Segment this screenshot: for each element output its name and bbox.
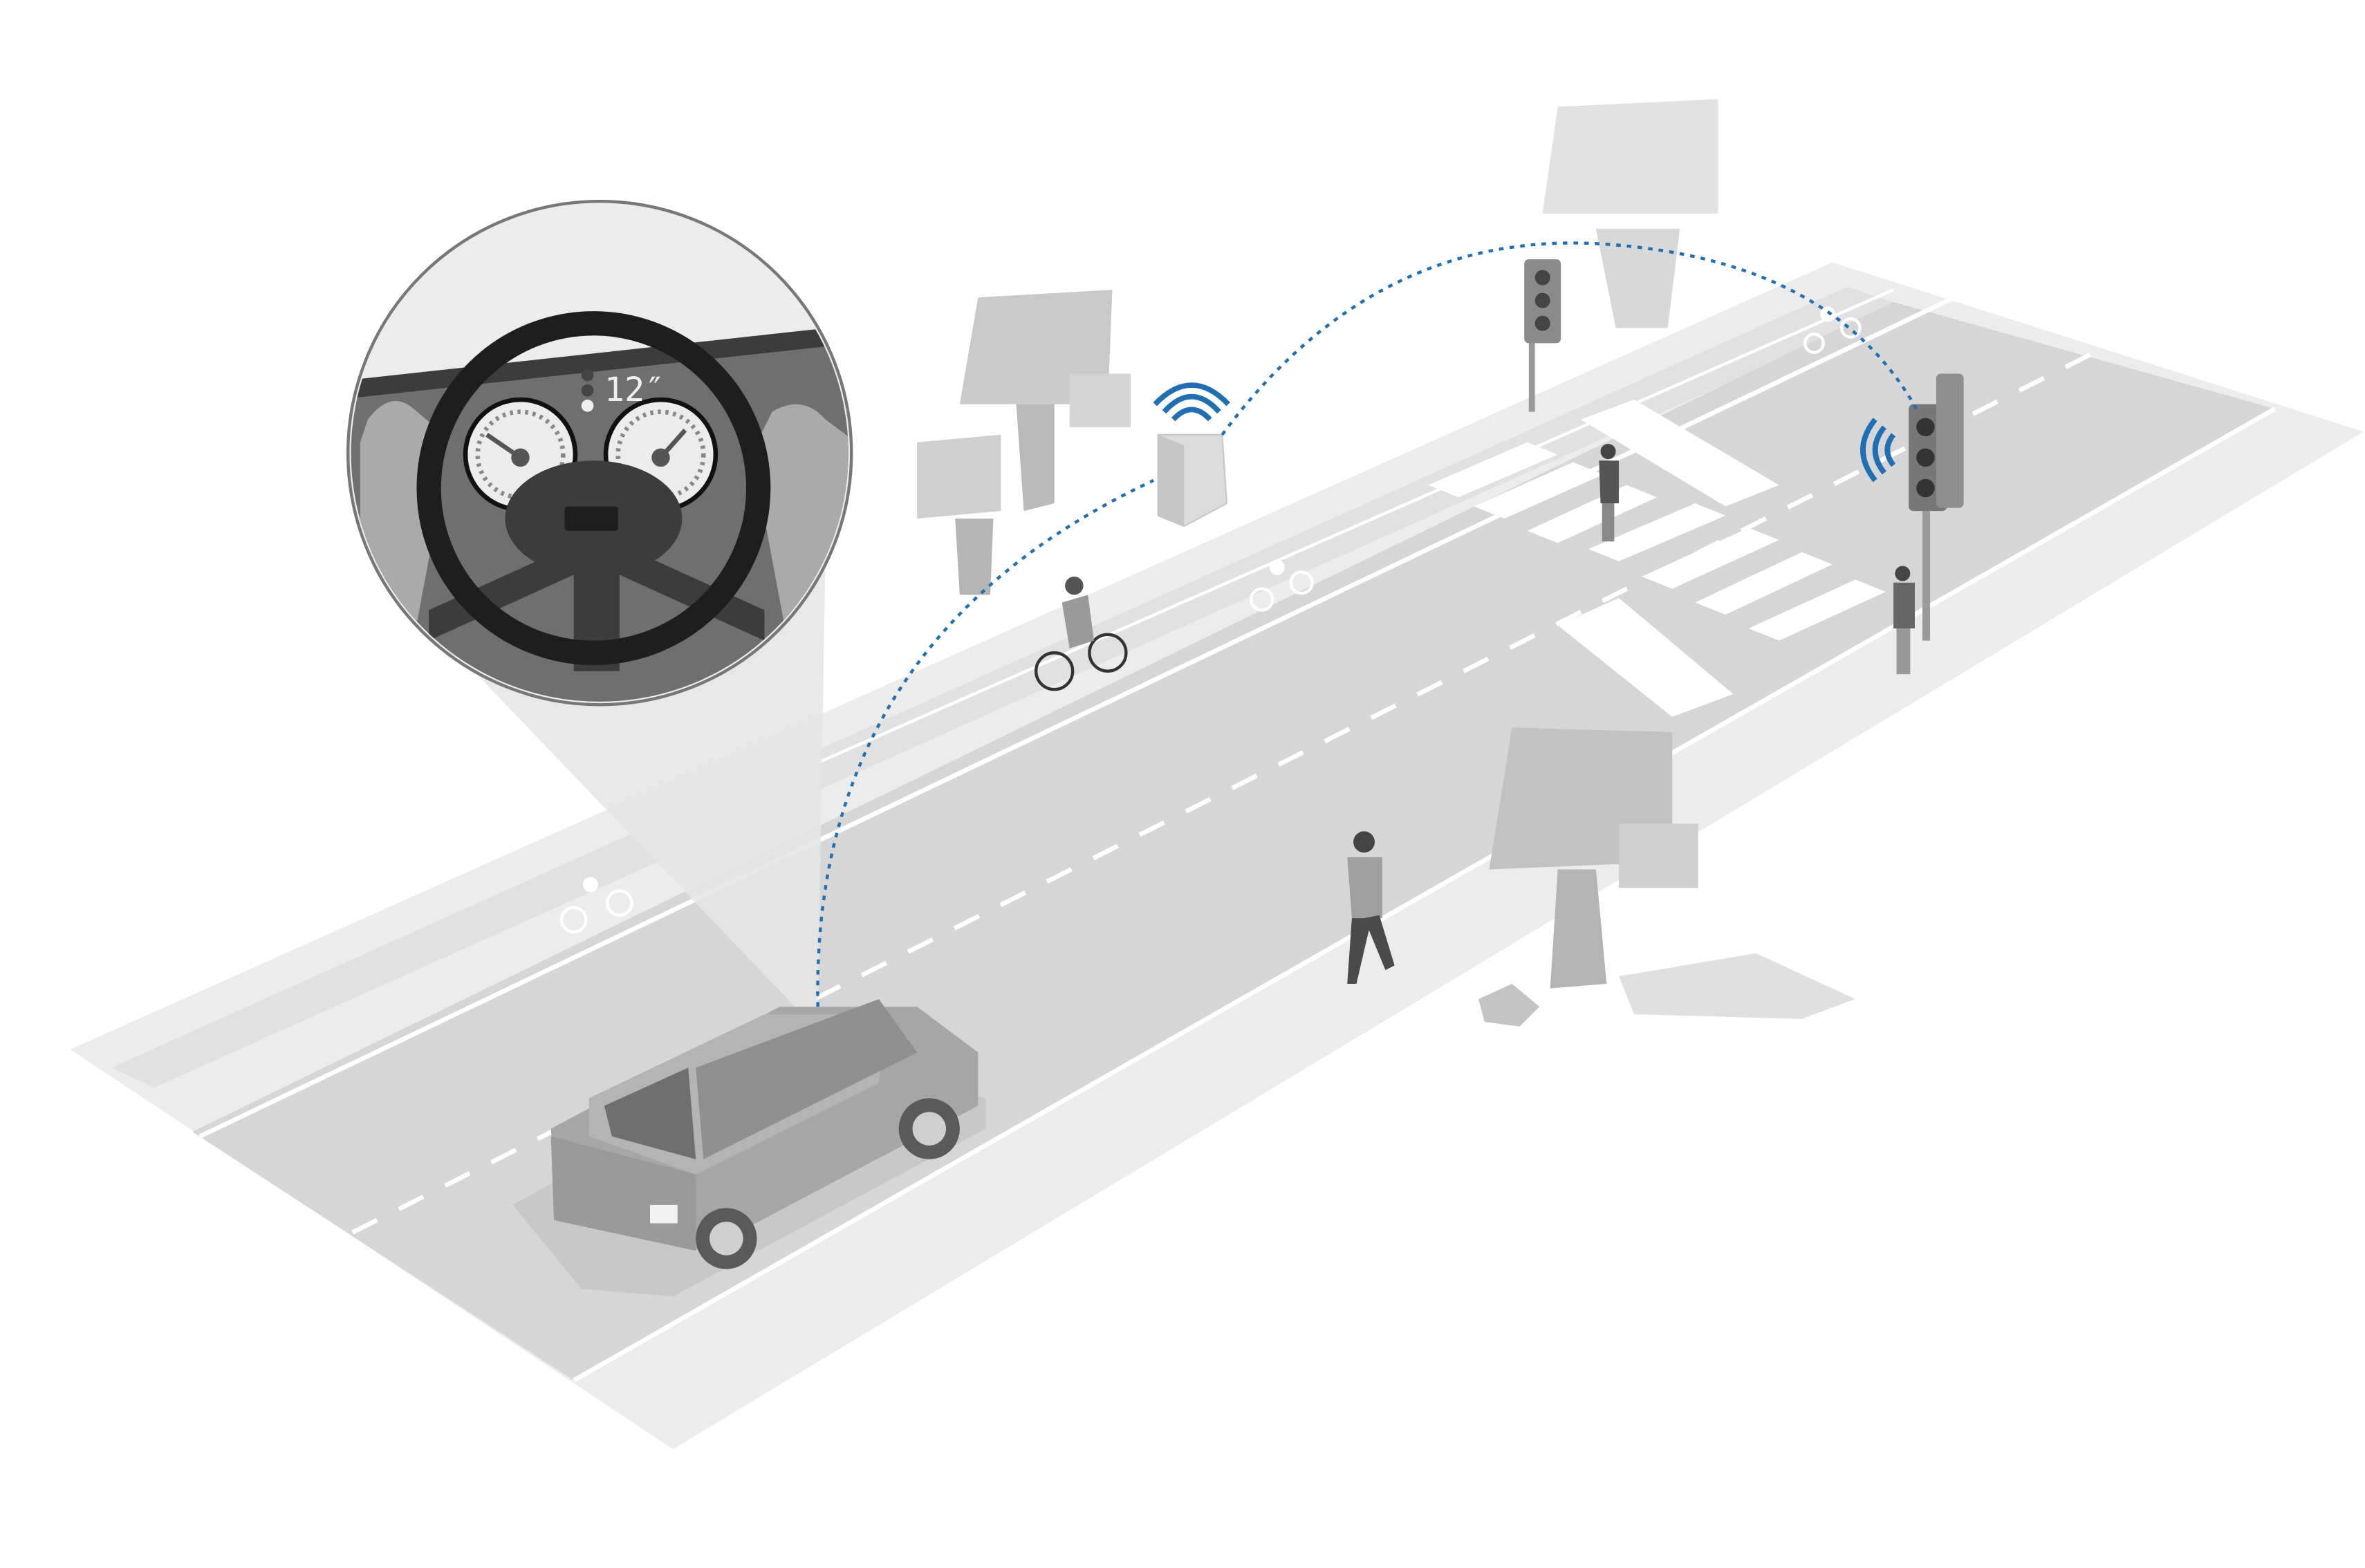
- pedestrian: [1599, 444, 1619, 542]
- car: [512, 999, 986, 1297]
- traffic-light-icon: [1524, 259, 1561, 412]
- signal-indicator-green: [581, 400, 594, 412]
- rock: [1478, 984, 1540, 1027]
- crosswalk: [1428, 400, 1886, 717]
- wifi-signal-icon: [1860, 418, 1896, 483]
- tree: [1542, 99, 1718, 328]
- lane-edge-line-far: [573, 407, 2276, 1383]
- bicycle-lane-icon: [1250, 559, 1314, 612]
- tree: [1478, 727, 1855, 1027]
- pedestrian: [1347, 831, 1395, 984]
- dashboard-magnifier: 12″: [346, 200, 853, 707]
- tree: [917, 290, 1131, 595]
- signal-indicator-amber: [581, 384, 594, 397]
- cyclist: [1034, 576, 1128, 691]
- bike-lane-line: [817, 288, 1894, 765]
- traffic-light-icon: [1909, 373, 1964, 641]
- pedestrian: [1893, 566, 1915, 675]
- sidewalk-far: [573, 409, 2364, 1449]
- tree-shadow: [1618, 953, 1855, 1019]
- signal-indicator-red: [581, 368, 594, 382]
- countdown-timer: 12″: [604, 371, 665, 409]
- bicycle-lane-icon: [1803, 306, 1862, 354]
- steering-wheel-icon: [416, 311, 771, 671]
- bicycle-lane-icon: [559, 877, 633, 934]
- roadside-unit: [1157, 433, 1228, 528]
- wifi-signal-icon: [1153, 382, 1230, 422]
